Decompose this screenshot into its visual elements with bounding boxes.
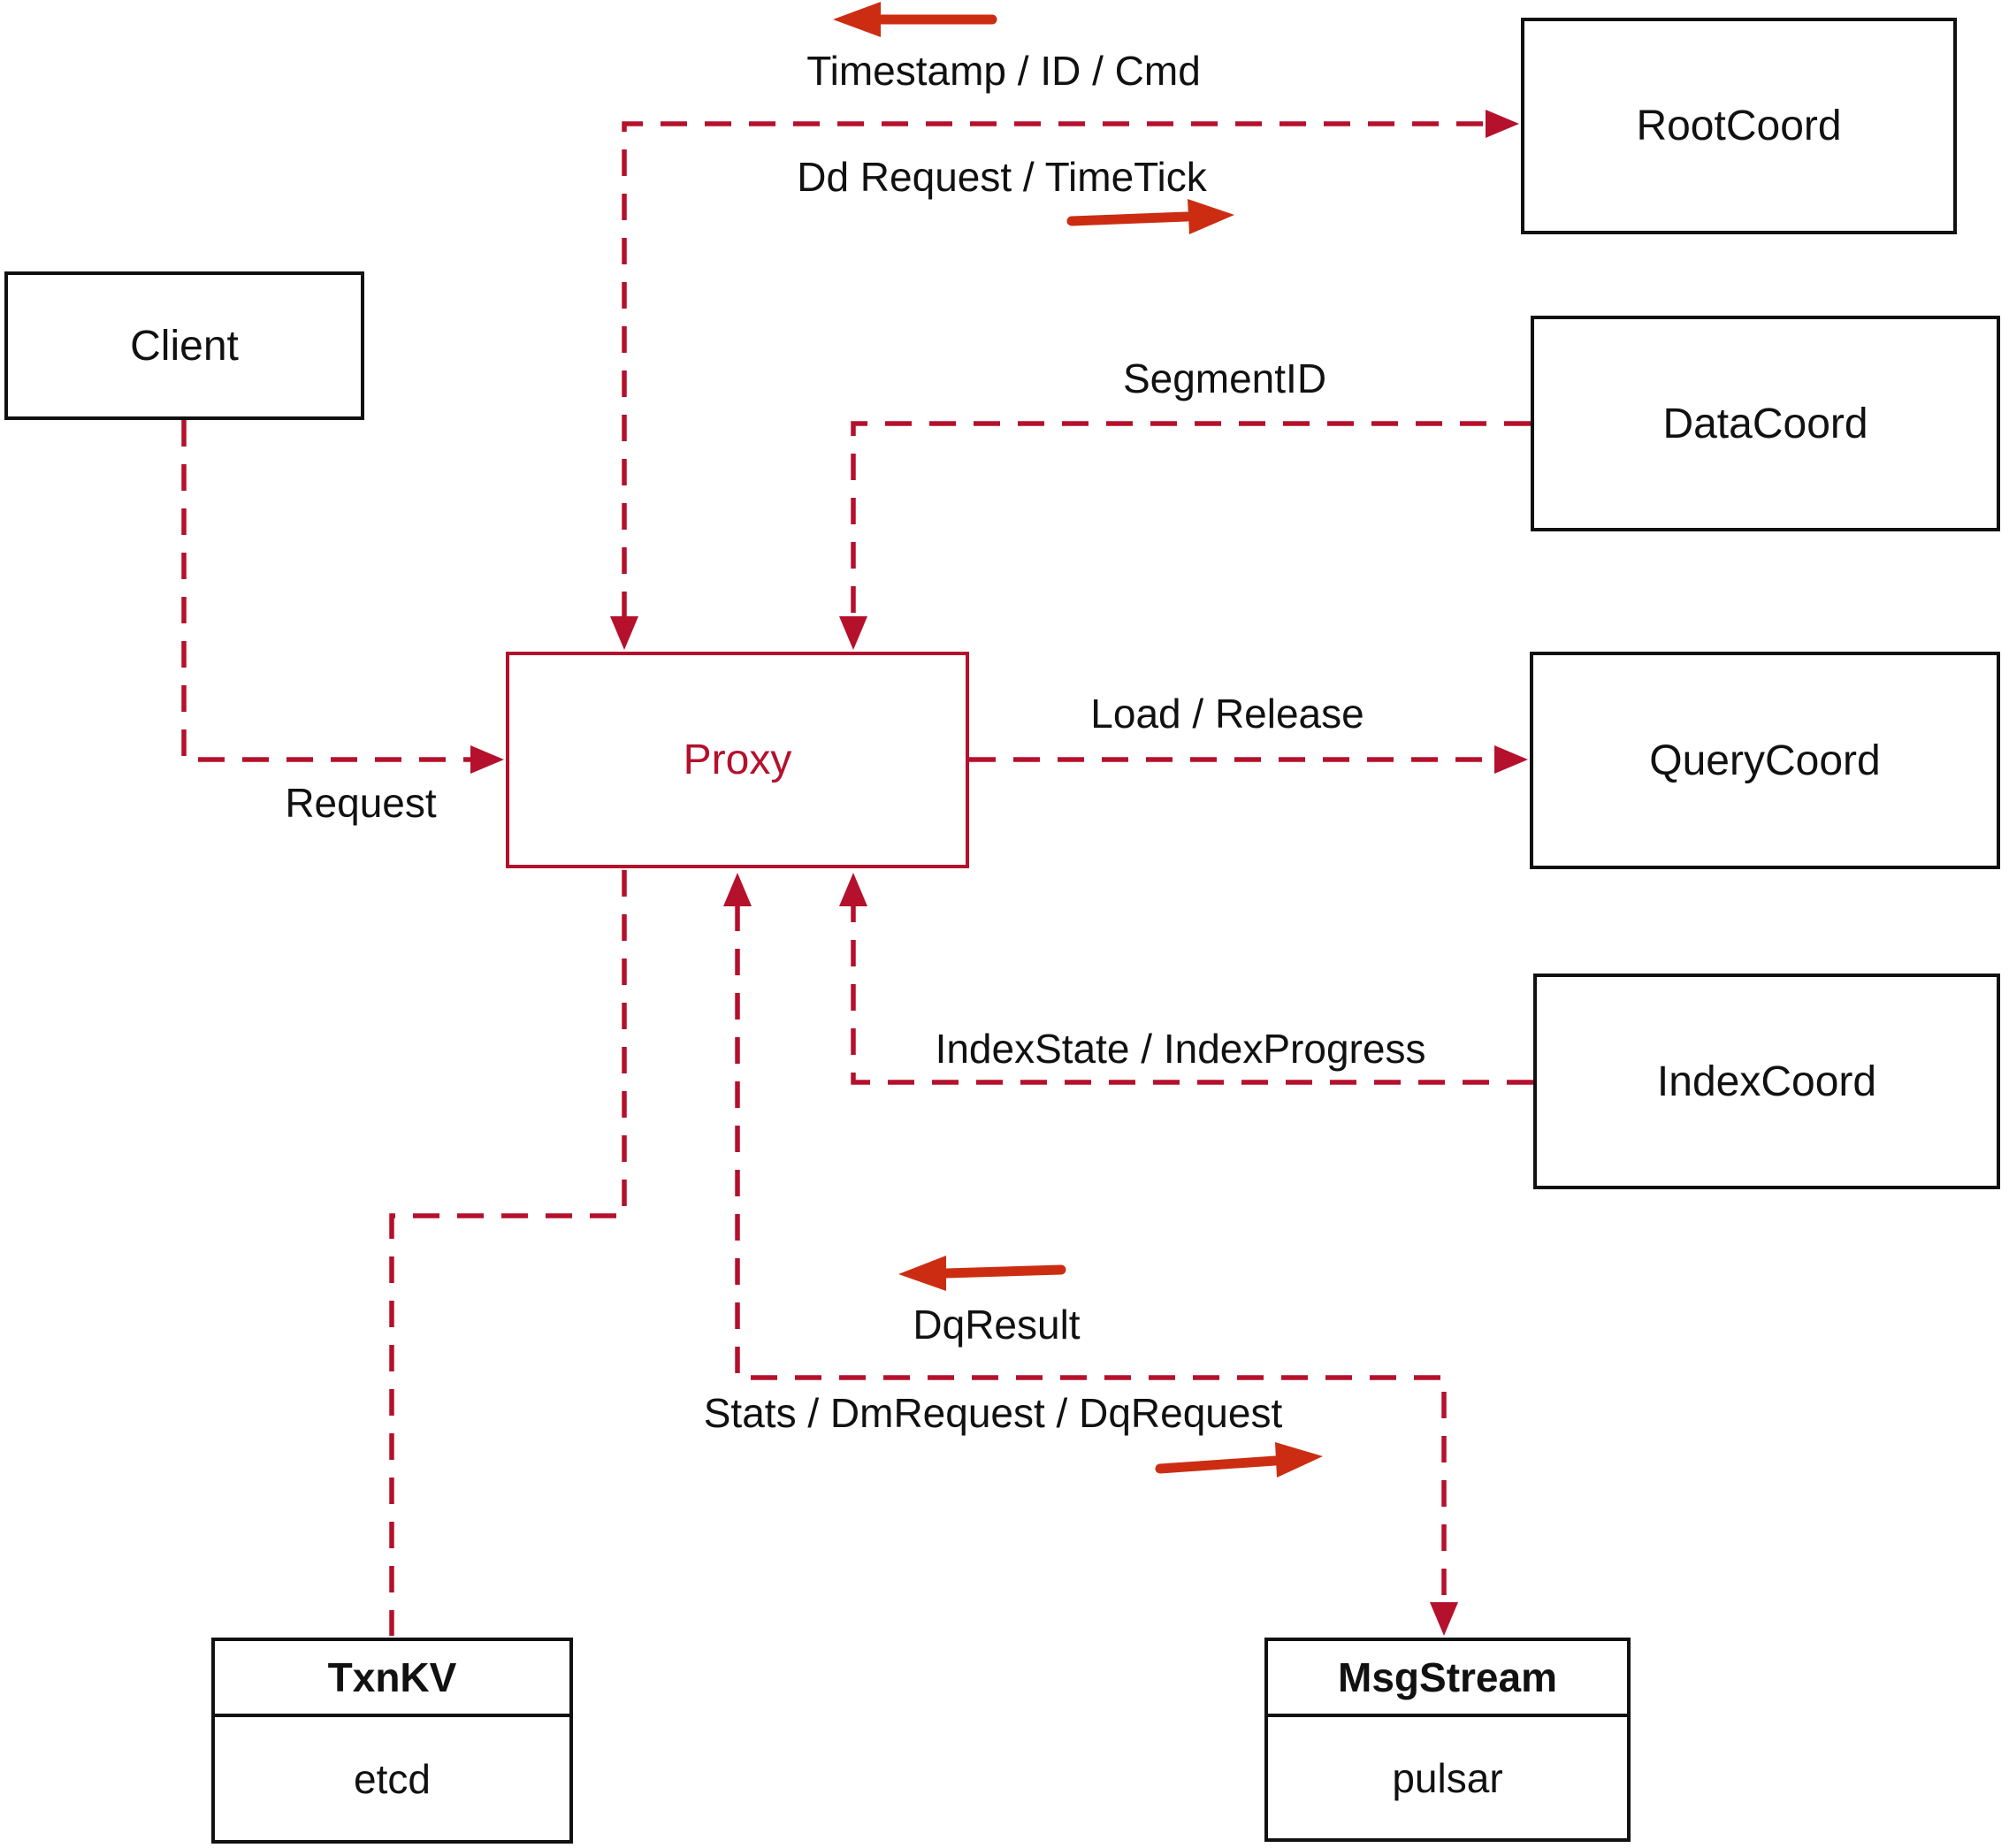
flow-arrow-right-ddrequest — [1066, 199, 1234, 234]
edge-indexcoord-proxy — [851, 905, 1533, 1085]
arrowhead-into-proxy-top-right — [839, 616, 867, 650]
edge-label-segmentid: SegmentID — [1122, 355, 1327, 401]
edge-proxy-rootcoord — [622, 121, 1486, 618]
node-indexcoord: IndexCoord — [1533, 974, 2000, 1189]
edge-label-indexstate-indexprogress: IndexState / IndexProgress — [935, 1026, 1426, 1072]
arrowhead-into-proxy-top-left — [610, 616, 638, 650]
edge-proxy-msgstream — [735, 905, 1447, 1602]
edge-label-load-release: Load / Release — [1090, 691, 1364, 737]
edge-label-dqresult: DqResult — [913, 1302, 1081, 1348]
node-client: Client — [4, 271, 364, 420]
edge-datacoord-proxy — [851, 421, 1531, 618]
arrowhead-into-querycoord — [1494, 745, 1528, 774]
node-querycoord: QueryCoord — [1530, 652, 2000, 869]
rootcoord-label: RootCoord — [1636, 103, 1842, 149]
node-datacoord: DataCoord — [1531, 316, 2000, 531]
edge-label-timestamp-id-cmd: Timestamp / ID / Cmd — [806, 48, 1201, 94]
msgstream-title: MsgStream — [1268, 1641, 1627, 1717]
arrowhead-into-msgstream — [1430, 1602, 1458, 1636]
indexcoord-label: IndexCoord — [1656, 1058, 1877, 1105]
edge-client-proxy — [181, 420, 470, 762]
edge-label-dd-request-timetick: Dd Request / TimeTick — [797, 154, 1207, 200]
edge-label-request: Request — [285, 780, 437, 826]
arrowhead-into-proxy-left — [470, 745, 504, 774]
node-msgstream: MsgStream pulsar — [1264, 1638, 1631, 1842]
arrowhead-into-proxy-bottom-right — [839, 873, 867, 906]
edge-proxy-txnkv — [389, 870, 627, 1636]
node-rootcoord: RootCoord — [1521, 18, 1957, 234]
node-txnkv: TxnKV etcd — [211, 1638, 573, 1844]
flow-arrow-right-stats — [1155, 1442, 1323, 1478]
node-proxy: Proxy — [506, 652, 969, 868]
flow-arrow-left-timestamp — [833, 2, 997, 37]
datacoord-label: DataCoord — [1662, 400, 1868, 447]
client-label: Client — [130, 322, 239, 370]
arrowhead-into-proxy-bottom-left — [723, 873, 752, 906]
querycoord-label: QueryCoord — [1649, 737, 1881, 784]
msgstream-impl: pulsar — [1392, 1754, 1503, 1801]
flow-arrow-left-dqresult — [898, 1256, 1066, 1291]
txnkv-title: TxnKV — [215, 1641, 569, 1717]
txnkv-impl: etcd — [354, 1755, 431, 1802]
arrowhead-into-rootcoord — [1486, 110, 1519, 138]
edge-label-stats-dmrequest-dqrequest: Stats / DmRequest / DqRequest — [703, 1390, 1283, 1436]
proxy-label: Proxy — [683, 737, 792, 783]
